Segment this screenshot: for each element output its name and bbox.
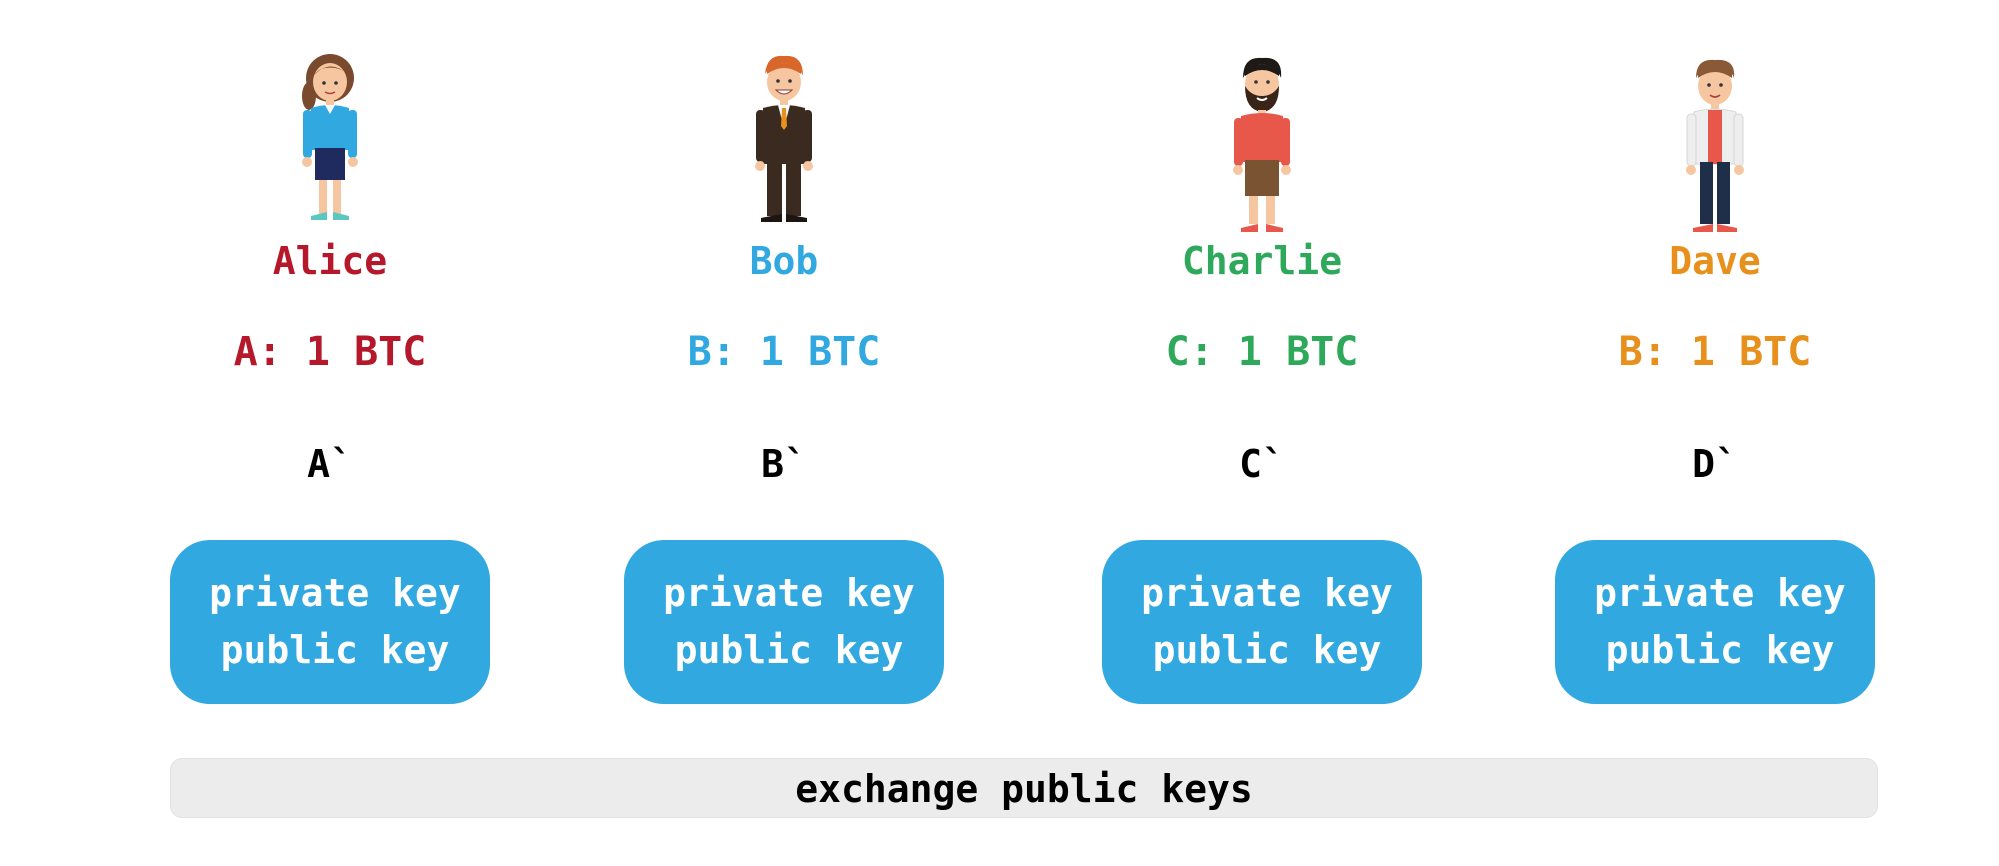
- balance-label: A: 1 BTC: [233, 329, 427, 375]
- balance-label: B: 1 BTC: [687, 329, 881, 375]
- exchange-public-keys-bar: exchange public keys: [170, 758, 1878, 818]
- public-key-label: public key: [220, 628, 450, 672]
- person-alice: Alice A: 1 BTC A` private key public key: [120, 0, 540, 720]
- balance-label: C: 1 BTC: [1165, 329, 1359, 375]
- address-label: B`: [761, 442, 807, 486]
- balance-label: B: 1 BTC: [1618, 329, 1812, 375]
- person-charlie: Charlie C: 1 BTC C` private key public k…: [1052, 0, 1472, 720]
- person-name: Charlie: [1181, 239, 1343, 283]
- public-key-label: public key: [1605, 628, 1835, 672]
- private-key-label: private key: [1594, 571, 1846, 615]
- address-label: C`: [1239, 442, 1285, 486]
- private-key-label: private key: [209, 571, 461, 615]
- address-label: D`: [1692, 442, 1738, 486]
- bearded-man-avatar-icon: [1233, 57, 1291, 232]
- key-pair-box: private key public key: [1102, 540, 1422, 704]
- man-jacket-avatar-icon: [1686, 59, 1744, 232]
- key-pair-box: private key public key: [1555, 540, 1875, 704]
- key-pair-box: private key public key: [170, 540, 490, 704]
- public-key-label: public key: [674, 628, 904, 672]
- key-pair-box: private key public key: [624, 540, 944, 704]
- public-key-label: public key: [1152, 628, 1382, 672]
- private-key-label: private key: [1141, 571, 1393, 615]
- person-bob: Bob B: 1 BTC B` private key public key: [574, 0, 994, 720]
- private-key-label: private key: [663, 571, 915, 615]
- person-dave: Dave B: 1 BTC D` private key public key: [1505, 0, 1925, 720]
- address-label: A`: [307, 442, 353, 486]
- person-name: Dave: [1669, 239, 1761, 283]
- woman-avatar-icon: [302, 54, 358, 220]
- person-name: Alice: [272, 239, 388, 283]
- person-name: Bob: [749, 239, 819, 283]
- man-suit-avatar-icon: [755, 55, 813, 222]
